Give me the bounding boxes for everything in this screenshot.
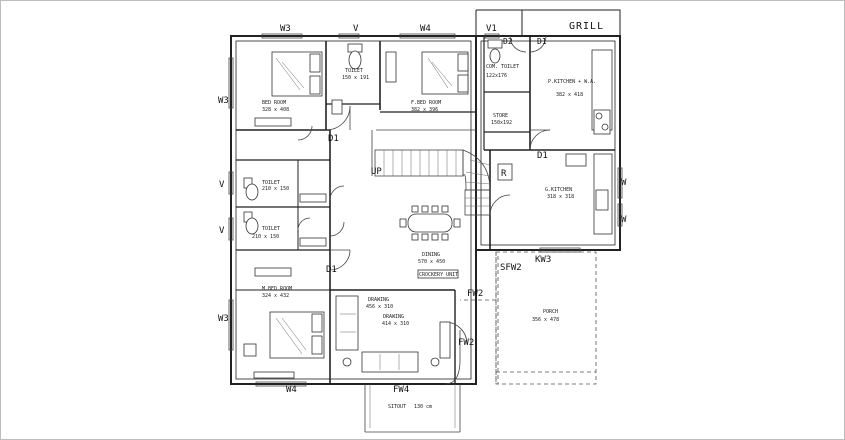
sitout-outline xyxy=(364,330,461,433)
doors xyxy=(297,35,551,345)
window-w-right-1 xyxy=(617,167,623,199)
marker-v1: V1 xyxy=(486,24,497,34)
marker-d1-lower: D1 xyxy=(326,265,337,275)
marker-sfw2: SFW2 xyxy=(500,263,522,273)
window-w3-left xyxy=(228,57,234,109)
marker-fw4: FW4 xyxy=(393,385,409,395)
marker-d1-top: D1 xyxy=(537,37,547,46)
marker-r: R xyxy=(501,169,507,179)
room-porch-name: PORCH xyxy=(543,309,558,315)
room-labels: BED ROOM 328 x 408 TOILET 150 x 191 F.BE… xyxy=(252,64,596,410)
room-com-toilet-name: COM. TOILET xyxy=(486,64,519,70)
room-store-name: STORE xyxy=(493,113,508,119)
marker-d1-kitchen: D1 xyxy=(537,151,548,161)
room-f-bed-room-name: F.BED ROOM xyxy=(411,100,441,106)
room-drawing-upper-name: DRAWING xyxy=(368,297,389,303)
room-toilet-left-1-name: TOILET xyxy=(262,180,280,186)
room-p-kitchen-size: 382 x 418 xyxy=(556,92,583,98)
marker-v-left-1: V xyxy=(219,180,225,190)
room-dining-name: DINING xyxy=(422,252,440,258)
marker-fw2-top: FW2 xyxy=(467,289,483,299)
marker-w-right-1: W xyxy=(621,178,627,188)
porch-outline xyxy=(460,251,597,385)
room-dining-size: 570 x 450 xyxy=(418,259,445,265)
window-w-right-2 xyxy=(617,203,623,227)
marker-w3-top: W3 xyxy=(280,24,291,34)
room-crockery-name: CROCKERY UNIT xyxy=(419,272,458,278)
window-w3-left-2 xyxy=(228,299,234,351)
bed-bottom-left xyxy=(243,267,325,379)
room-toilet-left-2-name: TOILET xyxy=(262,226,280,232)
marker-w4-bottom: W4 xyxy=(286,385,297,395)
marker-up: UP xyxy=(371,167,382,177)
window-v-top xyxy=(338,33,360,39)
room-sitout-size: 130 cm xyxy=(414,404,432,410)
marker-labels: W3 V W4 V1 GRILL D2 D1 W3 D1 UP D1 V V W… xyxy=(218,21,627,395)
windows xyxy=(228,33,623,387)
marker-w-right-2: W xyxy=(621,215,627,225)
bed-top-left xyxy=(254,51,323,127)
dining-table xyxy=(399,205,461,279)
drawing-sofa xyxy=(335,295,451,373)
room-drawing-lower-size: 414 x 310 xyxy=(382,321,409,327)
room-g-kitchen-size: 318 x 318 xyxy=(547,194,574,200)
room-m-bed-room-size: 324 x 432 xyxy=(262,293,289,299)
marker-w3-left-bottom: W3 xyxy=(218,314,229,324)
window-w4-top xyxy=(399,33,456,39)
room-f-bed-room-size: 382 x 396 xyxy=(411,107,438,113)
room-toilet-top-name: TOILET xyxy=(345,68,363,74)
room-com-toilet-size: 122x176 xyxy=(486,73,507,79)
window-v-left-2 xyxy=(228,217,234,241)
marker-w4-top: W4 xyxy=(420,24,431,34)
room-drawing-lower-name: DRAWING xyxy=(383,314,404,320)
window-w4-bottom xyxy=(255,381,307,387)
marker-fw2-side: FW2 xyxy=(458,338,474,348)
room-toilet-left-2-size: 210 x 150 xyxy=(252,234,279,240)
room-p-kitchen-name: P.KITCHEN + W.A. xyxy=(548,79,596,85)
room-toilet-left-1-size: 210 x 150 xyxy=(262,186,289,192)
toilet-left-fixtures xyxy=(243,177,327,247)
room-drawing-upper-size: 456 x 310 xyxy=(366,304,393,310)
marker-d1-left: D1 xyxy=(328,134,339,144)
room-m-bed-room-name: M.BED ROOM xyxy=(262,286,292,292)
room-bed-room-size: 328 x 408 xyxy=(262,107,289,113)
bed-top-right xyxy=(385,51,469,95)
room-sitout-name: SITOUT xyxy=(388,404,406,410)
window-v-left-1 xyxy=(228,171,234,195)
toilet-top-fixture xyxy=(331,43,363,115)
window-v1 xyxy=(484,33,500,39)
room-bed-room-name: BED ROOM xyxy=(262,100,286,106)
room-toilet-top-size: 150 x 191 xyxy=(342,75,369,81)
outer-walls xyxy=(230,9,621,385)
marker-d2: D2 xyxy=(503,37,513,46)
marker-w3-left-top: W3 xyxy=(218,96,229,106)
room-porch-size: 356 x 478 xyxy=(532,317,559,323)
marker-grill: GRILL xyxy=(569,21,604,32)
marker-kw3: KW3 xyxy=(535,255,551,265)
marker-v-left-2: V xyxy=(219,226,225,236)
staircase xyxy=(371,129,491,216)
room-g-kitchen-name: G.KITCHEN xyxy=(545,187,572,193)
room-store-size: 150x192 xyxy=(491,120,512,126)
marker-v-top: V xyxy=(353,24,359,34)
window-w3-top xyxy=(261,33,303,39)
kitchen-fixtures xyxy=(487,39,613,235)
